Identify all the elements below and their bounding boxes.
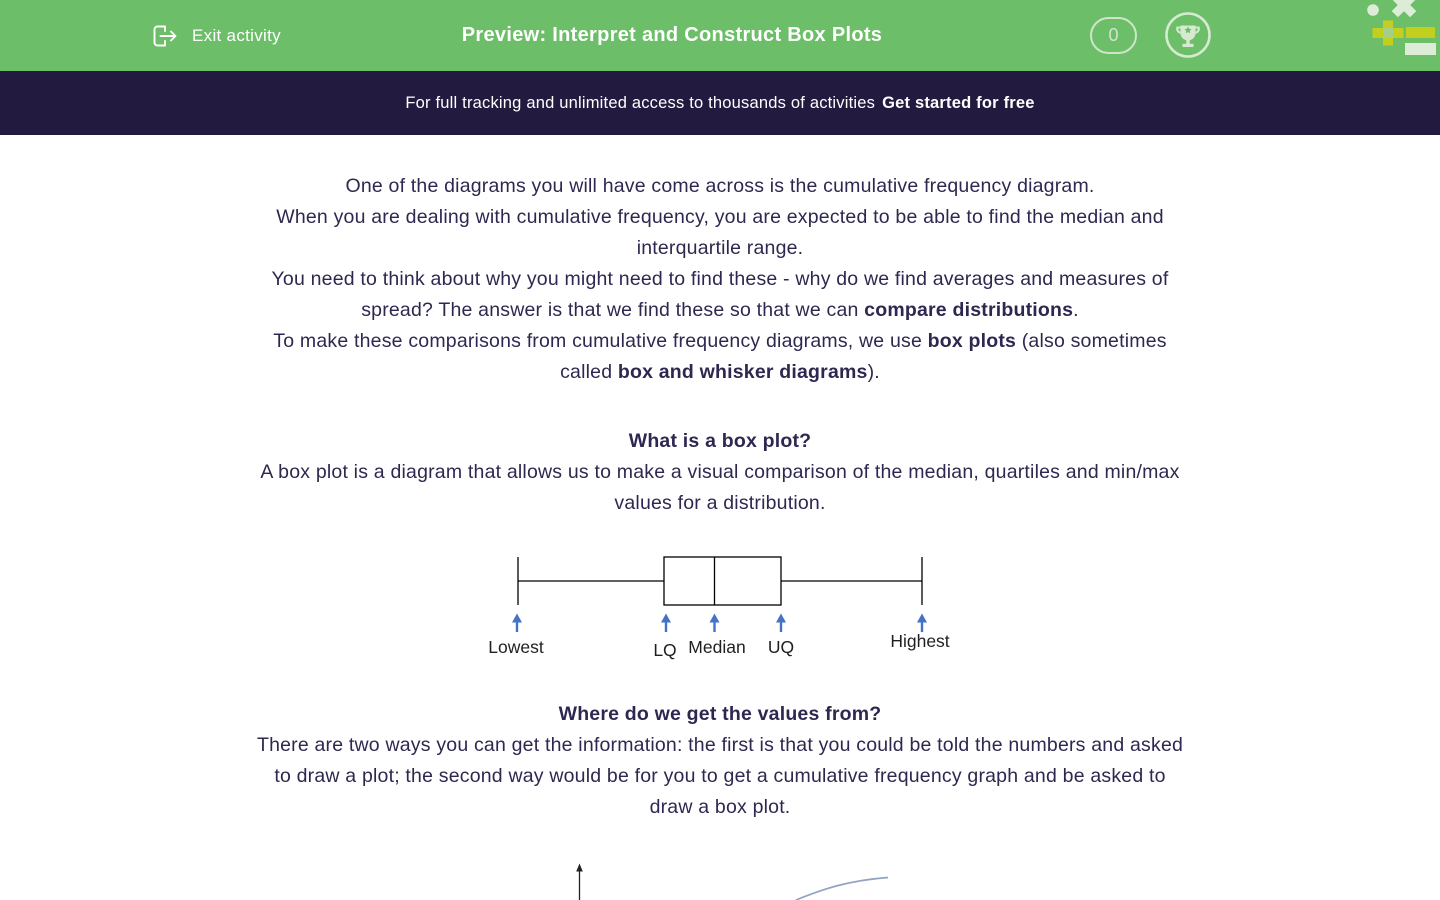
maths-symbols-logo — [1358, 0, 1440, 60]
logo-multiply-icon — [1391, 0, 1417, 18]
score-value: 0 — [1108, 25, 1119, 45]
logo-equals-icon — [1405, 27, 1436, 55]
get-started-link[interactable]: Get started for free — [882, 93, 1035, 112]
box-plot-lines — [517, 556, 923, 606]
where-values-paragraph: There are two ways you can get the infor… — [256, 734, 1184, 818]
pointer-arrow-icons — [512, 613, 927, 632]
logo-dot — [1367, 4, 1379, 16]
box-plot-diagram: Lowest LQ Median UQ Highest — [485, 551, 955, 663]
exit-activity-label: Exit activity — [192, 25, 281, 45]
exit-icon — [148, 21, 182, 51]
trophy-icon — [1165, 12, 1211, 61]
label-highest: Highest — [890, 631, 949, 651]
label-lowest: Lowest — [488, 637, 544, 657]
y-axis-arrow — [576, 863, 583, 900]
cumulative-frequency-graph — [540, 862, 900, 900]
where-values-heading: Where do we get the values from? — [558, 703, 882, 725]
intro-paragraph: One of the diagrams you will have come a… — [271, 175, 1169, 383]
banner-text: For full tracking and unlimited access t… — [405, 93, 876, 112]
page-title: Preview: Interpret and Construct Box Plo… — [461, 24, 883, 46]
achievements-button[interactable] — [1165, 12, 1211, 58]
exit-activity-button[interactable]: Exit activity — [148, 0, 281, 71]
app-header: Exit activity Preview: Interpret and Con… — [0, 0, 1440, 71]
label-uq: UQ — [768, 637, 794, 657]
label-median: Median — [688, 637, 745, 657]
label-lq: LQ — [653, 640, 676, 660]
upsell-banner: For full tracking and unlimited access t… — [0, 71, 1440, 135]
what-is-box-plot-paragraph: A box plot is a diagram that allows us t… — [260, 461, 1180, 514]
what-is-box-plot-heading: What is a box plot? — [628, 430, 812, 452]
score-counter: 0 — [1090, 17, 1137, 54]
ogive-curve — [795, 876, 889, 900]
logo-plus-icon — [1372, 20, 1404, 46]
